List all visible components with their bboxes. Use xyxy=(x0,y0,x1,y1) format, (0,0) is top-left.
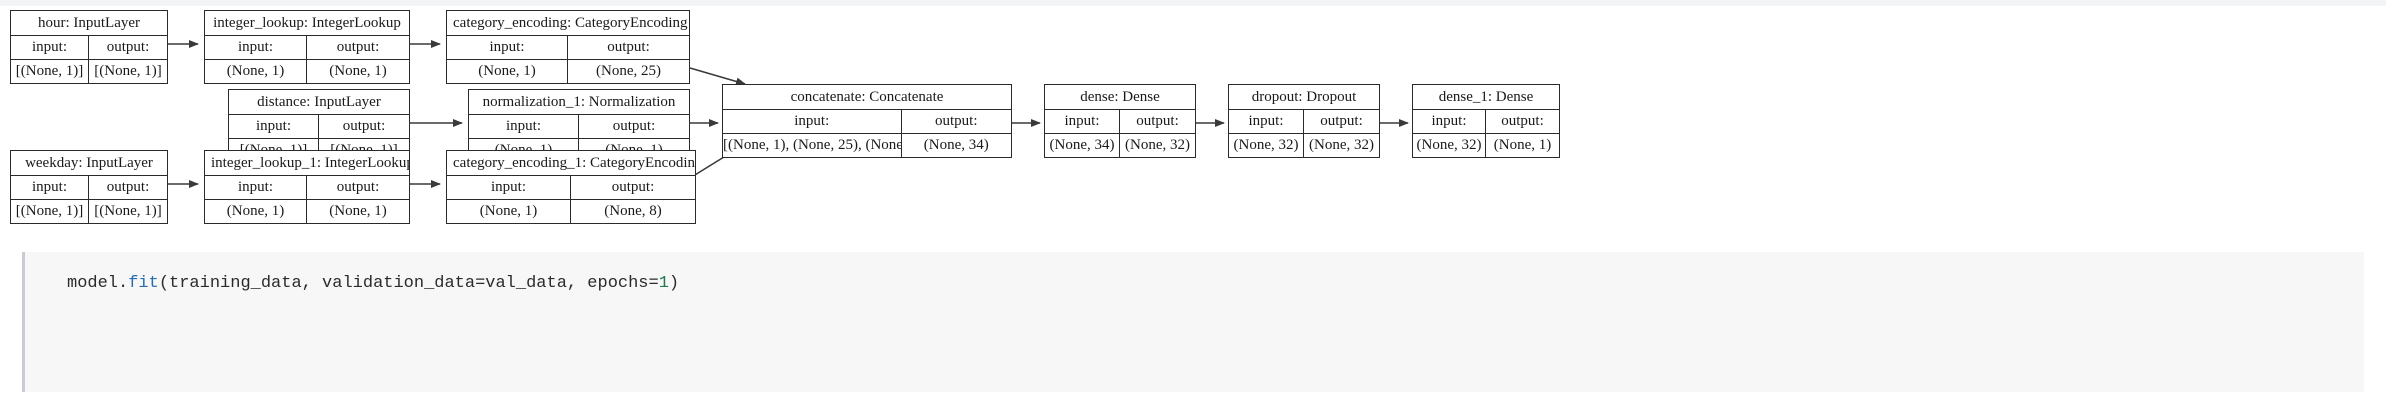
node-input-label: input: xyxy=(1045,110,1120,133)
node-input-label: input: xyxy=(469,115,579,138)
node-output-label: output: xyxy=(935,113,978,129)
code-token-num: 1 xyxy=(658,274,669,293)
node-title: normalization_1: Normalization xyxy=(469,90,689,115)
node-output-shape: (None, 25) xyxy=(596,63,661,79)
node-output-shape: (None, 8) xyxy=(604,203,662,219)
node-output-label: output: xyxy=(612,118,656,134)
code-token-plain: . xyxy=(118,274,129,293)
node-output-label: output: xyxy=(336,179,380,195)
node-output-label: output: xyxy=(342,118,386,134)
node-input-shape: (None, 1) xyxy=(205,200,307,223)
code-token-plain: (training_data, validation_data=val_data… xyxy=(158,274,659,293)
node-title: weekday: InputLayer xyxy=(11,151,167,176)
node-dropout[interactable]: dropout: Dropout input: output: (None, 3… xyxy=(1228,84,1380,158)
node-input-shape: (None, 34) xyxy=(1045,134,1120,157)
node-input-shape: (None, 1) xyxy=(205,60,307,83)
node-input-shape: (None, 1) xyxy=(447,200,571,223)
node-title: hour: InputLayer xyxy=(11,11,167,36)
node-input-label: input: xyxy=(447,36,568,59)
node-title: dense_1: Dense xyxy=(1413,85,1559,110)
node-output-shape: (None, 32) xyxy=(1309,137,1374,153)
node-title: dense: Dense xyxy=(1045,85,1195,110)
node-dense[interactable]: dense: Dense input: output: (None, 34) (… xyxy=(1044,84,1196,158)
node-title: integer_lookup: IntegerLookup xyxy=(205,11,409,36)
node-title: category_encoding: CategoryEncoding xyxy=(447,11,689,36)
node-output-shape: [(None, 1)] xyxy=(94,63,162,79)
node-input-shape: [(None, 1)] xyxy=(11,200,89,223)
node-output-shape: (None, 1) xyxy=(329,63,387,79)
node-integer-lookup-1[interactable]: integer_lookup_1: IntegerLookup input: o… xyxy=(204,150,410,224)
node-output-shape: (None, 1) xyxy=(1493,137,1552,153)
node-output-shape: (None, 1) xyxy=(329,203,387,219)
node-output-label: output: xyxy=(607,39,650,55)
node-title: integer_lookup_1: IntegerLookup xyxy=(205,151,409,176)
node-hour[interactable]: hour: InputLayer input: output: [(None, … xyxy=(10,10,168,84)
node-integer-lookup[interactable]: integer_lookup: IntegerLookup input: out… xyxy=(204,10,410,84)
node-input-shape: (None, 32) xyxy=(1229,134,1304,157)
node-input-shape: [(None, 1)] xyxy=(11,60,89,83)
node-title: category_encoding_1: CategoryEncoding xyxy=(447,151,695,176)
code-line: model.fit(training_data, validation_data… xyxy=(67,274,2364,293)
node-output-label: output: xyxy=(1320,113,1363,129)
node-title: distance: InputLayer xyxy=(229,90,409,115)
node-category-encoding[interactable]: category_encoding: CategoryEncoding inpu… xyxy=(446,10,690,84)
node-category-encoding-1[interactable]: category_encoding_1: CategoryEncoding in… xyxy=(446,150,696,224)
code-token-plain: ) xyxy=(668,274,680,293)
model-architecture-diagram: hour: InputLayer input: output: [(None, … xyxy=(0,6,2386,240)
node-input-label: input: xyxy=(11,176,89,199)
node-output-label: output: xyxy=(1136,113,1179,129)
node-title: concatenate: Concatenate xyxy=(723,85,1011,110)
code-token-fn: fit xyxy=(128,274,159,293)
node-input-label: input: xyxy=(723,110,902,133)
node-output-shape: [(None, 1)] xyxy=(94,203,162,219)
node-input-label: input: xyxy=(229,115,319,138)
node-input-label: input: xyxy=(205,176,307,199)
node-output-label: output: xyxy=(106,179,150,195)
node-input-shape: [(None, 1), (None, 25), (None, 8)] xyxy=(723,134,902,157)
node-output-label: output: xyxy=(336,39,380,55)
node-input-label: input: xyxy=(447,176,571,199)
node-output-shape: (None, 32) xyxy=(1125,137,1190,153)
node-output-label: output: xyxy=(611,179,655,195)
node-dense-1[interactable]: dense_1: Dense input: output: (None, 32)… xyxy=(1412,84,1560,158)
node-output-label: output: xyxy=(1501,113,1544,129)
node-concatenate[interactable]: concatenate: Concatenate input: output: … xyxy=(722,84,1012,158)
node-input-label: input: xyxy=(205,36,307,59)
node-output-shape: (None, 34) xyxy=(923,137,989,153)
node-weekday[interactable]: weekday: InputLayer input: output: [(Non… xyxy=(10,150,168,224)
node-output-label: output: xyxy=(106,39,150,55)
node-input-label: input: xyxy=(1229,110,1304,133)
node-input-label: input: xyxy=(11,36,89,59)
node-input-shape: (None, 1) xyxy=(447,60,568,83)
node-input-label: input: xyxy=(1413,110,1486,133)
node-input-shape: (None, 32) xyxy=(1413,134,1486,157)
node-title: dropout: Dropout xyxy=(1229,85,1379,110)
code-token-plain: model xyxy=(67,274,119,293)
code-cell[interactable]: model.fit(training_data, validation_data… xyxy=(22,252,2364,392)
